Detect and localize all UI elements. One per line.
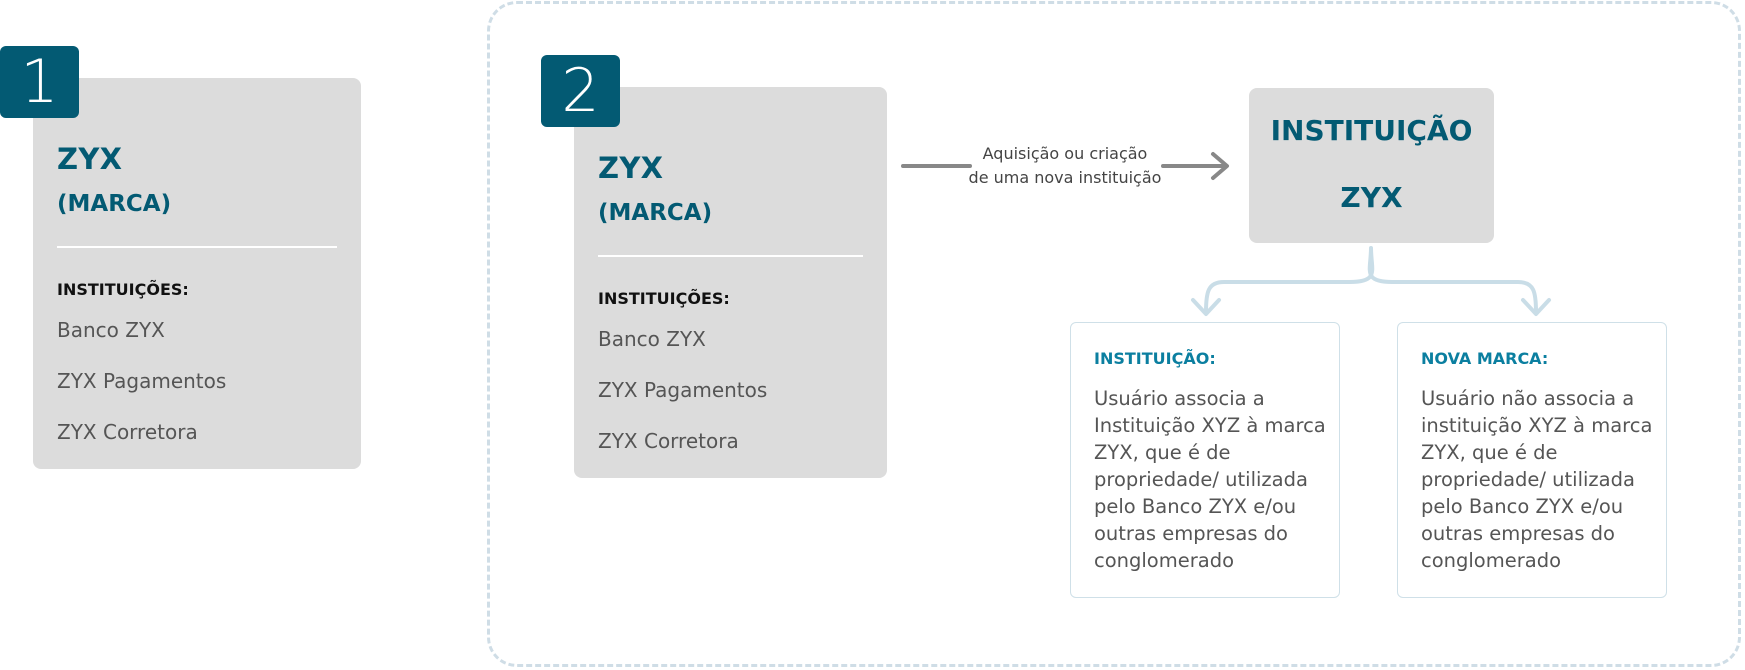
branch-arrow-left-icon (1191, 298, 1221, 316)
option-institution-body: Usuário associa a Instituição XYZ à marc… (1094, 387, 1326, 572)
arrow-label: Aquisição ou criação de uma nova institu… (965, 142, 1165, 190)
brand-title-2: ZYX (598, 151, 664, 185)
institution-box: INSTITUIÇÃO ZYX (1249, 88, 1494, 243)
option-new-brand-title: NOVA MARCA: (1421, 349, 1549, 368)
step-badge-2: 2 (541, 55, 620, 127)
institutions-label-1: INSTITUIÇÕES: (57, 280, 189, 299)
brand-card-1 (33, 78, 361, 469)
brand-subtitle-2: (MARCA) (598, 200, 713, 226)
brand-card-2 (574, 87, 887, 478)
institution-box-title: INSTITUIÇÃO (1270, 114, 1473, 147)
branch-arrow-right-icon (1521, 298, 1551, 316)
institution-item: ZYX Pagamentos (57, 369, 227, 393)
step-badge-1: 1 (0, 46, 79, 118)
arrow-head-icon (1211, 152, 1229, 180)
institutions-label-2: INSTITUIÇÕES: (598, 289, 730, 308)
option-new-brand-box: NOVA MARCA: Usuário não associa a instit… (1397, 322, 1667, 598)
divider-1 (57, 246, 337, 248)
option-new-brand-body: Usuário não associa a instituição XYZ à … (1421, 387, 1653, 572)
institution-item: ZYX Pagamentos (598, 378, 768, 402)
divider-2 (598, 255, 863, 257)
institution-box-brand: ZYX (1340, 181, 1403, 214)
arrow-label-line2: de uma nova instituição (968, 168, 1162, 187)
option-institution-title: INSTITUIÇÃO: (1094, 349, 1216, 368)
brand-title-1: ZYX (57, 142, 123, 176)
branch-connector (1204, 246, 1538, 314)
institution-item: Banco ZYX (57, 318, 165, 342)
option-institution-box: INSTITUIÇÃO: Usuário associa a Instituiç… (1070, 322, 1340, 598)
institution-item: ZYX Corretora (598, 429, 739, 453)
arrow-label-line1: Aquisição ou criação (982, 144, 1148, 163)
scenario-frame-2 (487, 1, 1741, 667)
institution-item: Banco ZYX (598, 327, 706, 351)
brand-subtitle-1: (MARCA) (57, 191, 172, 217)
institution-item: ZYX Corretora (57, 420, 198, 444)
